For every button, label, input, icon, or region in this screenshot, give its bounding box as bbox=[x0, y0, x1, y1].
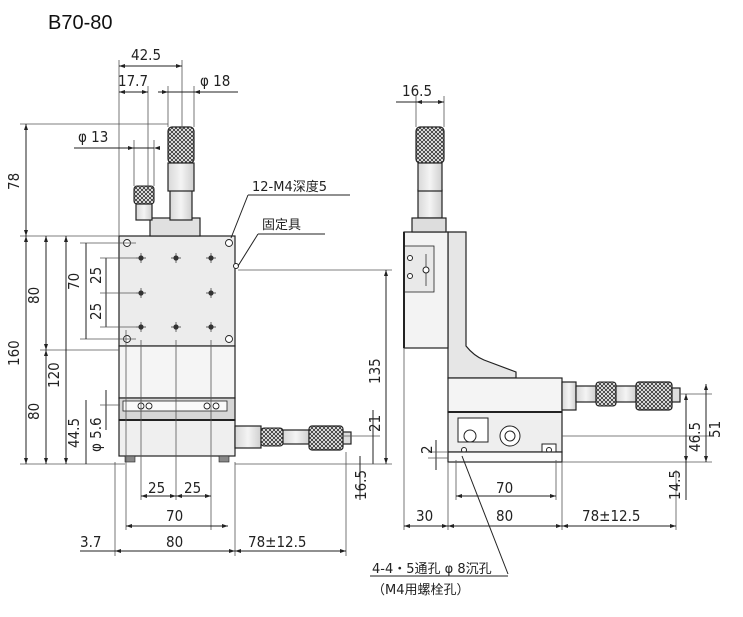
fixture-screw bbox=[233, 263, 239, 269]
dim-25-h-b: 25 bbox=[184, 479, 201, 497]
note-fixture: 固定具 bbox=[262, 218, 301, 233]
side-h-barrel bbox=[615, 385, 637, 403]
side-mid-stage bbox=[447, 377, 563, 413]
side-foot-strip bbox=[447, 451, 563, 463]
dim-30: 30 bbox=[416, 507, 433, 525]
dim-21: 21 bbox=[366, 415, 384, 432]
dim-80-h: 80 bbox=[166, 533, 183, 551]
dim-25-h-a: 25 bbox=[148, 479, 165, 497]
cross-marks bbox=[136, 253, 216, 332]
side-screw-3 bbox=[422, 266, 430, 274]
side-micrometer-thimble bbox=[415, 126, 445, 164]
dim-46-5: 46.5 bbox=[686, 422, 704, 452]
dim-78-tol-front: 78±12.5 bbox=[248, 533, 307, 551]
side-h-mount bbox=[561, 381, 577, 411]
dim-80-bot: 80 bbox=[25, 403, 43, 420]
side-micrometer-sleeve bbox=[417, 162, 443, 192]
arrow-marks bbox=[24, 64, 708, 553]
dim-80-side: 80 bbox=[496, 507, 513, 525]
dim-phi-13: φ 13 bbox=[78, 128, 108, 146]
lock-knob bbox=[133, 185, 155, 205]
dim-42-5: 42.5 bbox=[131, 46, 161, 64]
top-plate bbox=[118, 235, 236, 347]
side-screw-1 bbox=[407, 255, 413, 261]
h-micrometer-thimble bbox=[308, 425, 344, 451]
dim-17-7: 17.7 bbox=[118, 72, 148, 90]
micrometer-barrel bbox=[167, 162, 195, 192]
h-micrometer-lock bbox=[260, 427, 284, 447]
note-holes-sub: （M4用螺栓孔） bbox=[372, 583, 470, 598]
h-micrometer-ratchet bbox=[342, 431, 352, 445]
foot-right bbox=[218, 455, 230, 463]
dim-phi-18: φ 18 bbox=[200, 72, 230, 90]
dim-160: 160 bbox=[5, 340, 23, 366]
drawing-title: B70-80 bbox=[48, 12, 113, 34]
dim-44-5: 44.5 bbox=[65, 418, 83, 448]
side-hole-center-inner bbox=[504, 430, 516, 442]
middle-stage bbox=[118, 345, 236, 399]
dim-phi-5-6: φ 5.6 bbox=[87, 417, 105, 452]
side-h-sleeve bbox=[575, 385, 597, 403]
side-micrometer-mount bbox=[411, 217, 447, 233]
dim-25-v-b: 25 bbox=[87, 303, 105, 320]
dim-80-top: 80 bbox=[25, 287, 43, 304]
dim-70-h: 70 bbox=[166, 507, 183, 525]
note-tapped-holes: 12-M4深度5 bbox=[252, 179, 327, 195]
dim-16-5-top: 16.5 bbox=[402, 82, 432, 100]
side-micrometer-barrel bbox=[417, 189, 443, 219]
h-micrometer-mount bbox=[234, 425, 262, 449]
base-plate bbox=[118, 419, 236, 457]
lock-sleeve bbox=[135, 203, 153, 221]
front-view bbox=[118, 126, 352, 463]
dim-78-tol-side: 78±12.5 bbox=[582, 507, 641, 525]
side-dimension-texts: 16.5 2 46.5 51 14.5 70 30 80 78±12.5 4-4… bbox=[372, 82, 724, 598]
dim-2: 2 bbox=[418, 445, 436, 454]
dim-70-side: 70 bbox=[496, 479, 513, 497]
dim-120: 120 bbox=[45, 362, 63, 388]
side-hole-left bbox=[463, 429, 477, 443]
side-column bbox=[447, 231, 517, 379]
micrometer-thimble-vertical bbox=[167, 126, 195, 164]
side-h-thimble bbox=[635, 381, 673, 411]
front-dimension-texts: 42.5 17.7 φ 18 φ 13 78 80 160 120 70 25 … bbox=[5, 46, 384, 551]
side-view bbox=[403, 126, 681, 463]
note-holes: 4-4・5通孔 φ 8沉孔 bbox=[372, 562, 492, 577]
side-h-lock bbox=[595, 381, 617, 407]
slide-rail bbox=[122, 400, 228, 412]
dim-51: 51 bbox=[706, 421, 724, 438]
dim-135: 135 bbox=[366, 358, 384, 384]
dim-70-v: 70 bbox=[65, 273, 83, 290]
h-micrometer-barrel bbox=[282, 429, 310, 445]
front-dimension-lines bbox=[20, 60, 392, 556]
dim-25-v-a: 25 bbox=[87, 267, 105, 284]
side-screw-2 bbox=[407, 273, 413, 279]
micrometer-sleeve bbox=[169, 189, 193, 221]
dim-16-5: 16.5 bbox=[352, 470, 370, 500]
dim-14-5: 14.5 bbox=[666, 470, 684, 500]
dim-78: 78 bbox=[5, 173, 23, 190]
side-h-ratchet bbox=[671, 387, 681, 403]
foot-left bbox=[124, 455, 136, 463]
micrometer-bracket bbox=[149, 217, 201, 237]
dim-3-7: 3.7 bbox=[80, 533, 101, 551]
side-fixture bbox=[403, 245, 435, 293]
